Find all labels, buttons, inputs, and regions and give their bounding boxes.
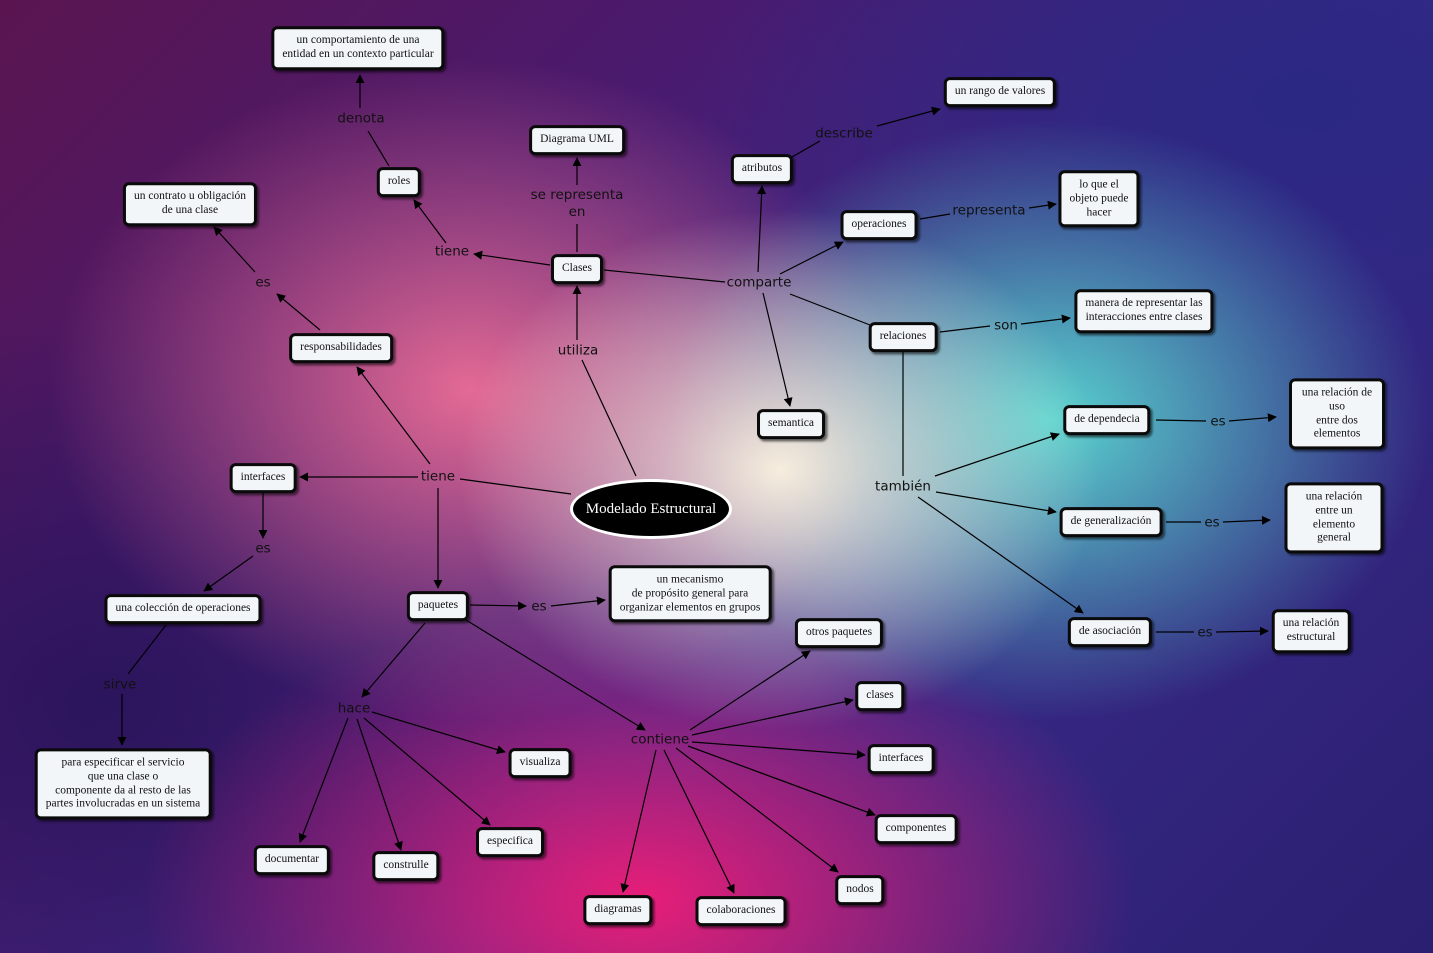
link-hace-construlle [356,718,403,851]
phrase-tambien: también [875,478,931,495]
concept-diagramas[interactable]: diagramas [583,895,653,925]
concept-general[interactable]: una relación entre un elemento general [1284,482,1384,554]
concept-roles[interactable]: roles [376,167,422,197]
link-contiene-componentes [687,745,876,817]
concept-colaboraciones[interactable]: colaboraciones [695,896,787,926]
phrase-sirve: sirve [103,676,137,693]
link-contiene-clases [691,697,854,736]
phrase-es-generalizacion: es [1204,514,1220,531]
link-representa-objeto [1028,200,1057,210]
phrase-es-dependencia: es [1210,413,1226,430]
link-resp-es [276,293,321,331]
concept-nodos[interactable]: nodos [835,875,885,905]
concept-otros-paquetes[interactable]: otros paquetes [794,618,884,648]
concept-rango[interactable]: un rango de valores [943,77,1057,107]
phrase-se-representa: se representa en [530,187,624,220]
link-contiene-otros [689,650,811,731]
link-hace-visualiza [371,711,506,754]
link-main-utiliza [581,359,637,477]
link-contiene-nodos [675,747,839,873]
phrase-representa: representa [952,202,1026,219]
phrase-es-paquetes: es [531,598,547,615]
link-coleccion-sirve [127,624,167,675]
concept-interfaces-contenidas[interactable]: interfaces [867,744,935,774]
concept-contrato[interactable]: un contrato u obligación de una clase [122,182,258,226]
concept-diagrama-uml[interactable]: Diagrama UML [529,125,625,155]
concept-manera[interactable]: manera de representar las interacciones … [1074,289,1214,333]
concept-visualiza[interactable]: visualiza [508,748,572,778]
link-hace-documentar [298,717,349,843]
main-concept[interactable]: Modelado Estructural [570,479,732,539]
link-roles-denota [367,130,390,167]
concept-estructural[interactable]: una relación estructural [1271,609,1351,653]
concept-mecanismo[interactable]: un mecanismo de propósito general para o… [608,565,772,623]
link-es-mecanismo [550,596,606,607]
concept-paquetes[interactable]: paquetes [406,591,470,621]
phrase-contiene: contiene [630,731,690,748]
concept-interfaces[interactable]: interfaces [229,463,297,493]
link-comparte-relaciones [789,293,871,326]
concept-operaciones[interactable]: operaciones [840,210,918,240]
phrase-son: son [994,317,1018,334]
concept-objeto[interactable]: lo que el objeto puede hacer [1058,170,1140,228]
concept-generalizacion[interactable]: de generalización [1059,507,1163,537]
concept-relaciones[interactable]: relaciones [868,322,938,352]
concept-uso[interactable]: una relación de uso entre dos elementos [1289,378,1385,450]
phrase-describe: describe [815,125,873,142]
link-es-coleccion [203,555,254,592]
phrase-utiliza: utiliza [557,342,599,359]
concept-clases[interactable]: Clases [550,254,604,284]
link-es-general [1222,515,1271,525]
link-comparte-semantica [762,292,793,407]
link-contiene-interfaces [691,741,866,759]
concept-especifica[interactable]: especifica [476,827,544,857]
link-tiene-roles [413,199,447,244]
link-paquetes-contiene [465,619,646,731]
concept-coleccion[interactable]: una colección de operaciones [104,594,262,624]
concept-atributos[interactable]: atributos [730,154,794,184]
link-es-estructural [1215,626,1269,636]
link-clases-tiene [473,250,551,266]
phrase-comparte: comparte [726,274,792,291]
phrase-es-interfaces: es [255,540,271,557]
link-describe-rango [876,106,941,127]
concept-construlle[interactable]: construlle [372,851,440,881]
concept-clases-contenidas[interactable]: clases [855,681,905,711]
link-paquetes-hace [361,622,426,698]
link-relaciones-son [939,325,991,333]
link-atributos-describe [791,140,821,158]
link-tambien-asociacion [917,496,1084,614]
concept-comportamiento[interactable]: un comportamiento de una entidad en un c… [271,26,445,70]
link-clases-comparte [603,269,726,283]
link-hace-especifica [363,717,491,826]
link-tambien-dependencia [934,432,1060,477]
link-dependencia-es [1155,419,1207,422]
link-comparte-operaciones [779,241,844,275]
concept-responsabilidades[interactable]: responsabilidades [289,333,393,363]
link-tambien-generalizacion [935,491,1057,516]
concept-dependencia[interactable]: de dependecia [1063,405,1151,435]
phrase-tiene-main: tiene [420,468,456,485]
concept-componentes[interactable]: componentes [874,814,958,844]
link-operaciones-representa [919,213,951,220]
link-es-contrato [213,226,256,273]
phrase-hace: hace [337,700,371,717]
link-main-tiene [459,478,572,495]
link-son-manera [1020,314,1071,325]
phrase-denota: denota [337,110,385,127]
link-paquetes-es [469,601,527,611]
concept-asociacion[interactable]: de asociación [1067,617,1153,647]
link-tiene-responsabilidades [356,366,431,465]
link-comparte-atributos [757,185,767,273]
link-es-uso [1228,413,1277,423]
concept-servicio[interactable]: para especificar el servicio que una cla… [34,748,212,820]
phrase-es-asociacion: es [1197,624,1213,641]
phrase-tiene-clases: tiene [434,243,470,260]
link-contiene-colaboraciones [663,749,735,894]
link-contiene-diagramas [620,749,657,893]
concept-semantica[interactable]: semantica [757,409,825,439]
phrase-es-responsabilidades: es [255,274,271,291]
concept-documentar[interactable]: documentar [253,845,331,875]
